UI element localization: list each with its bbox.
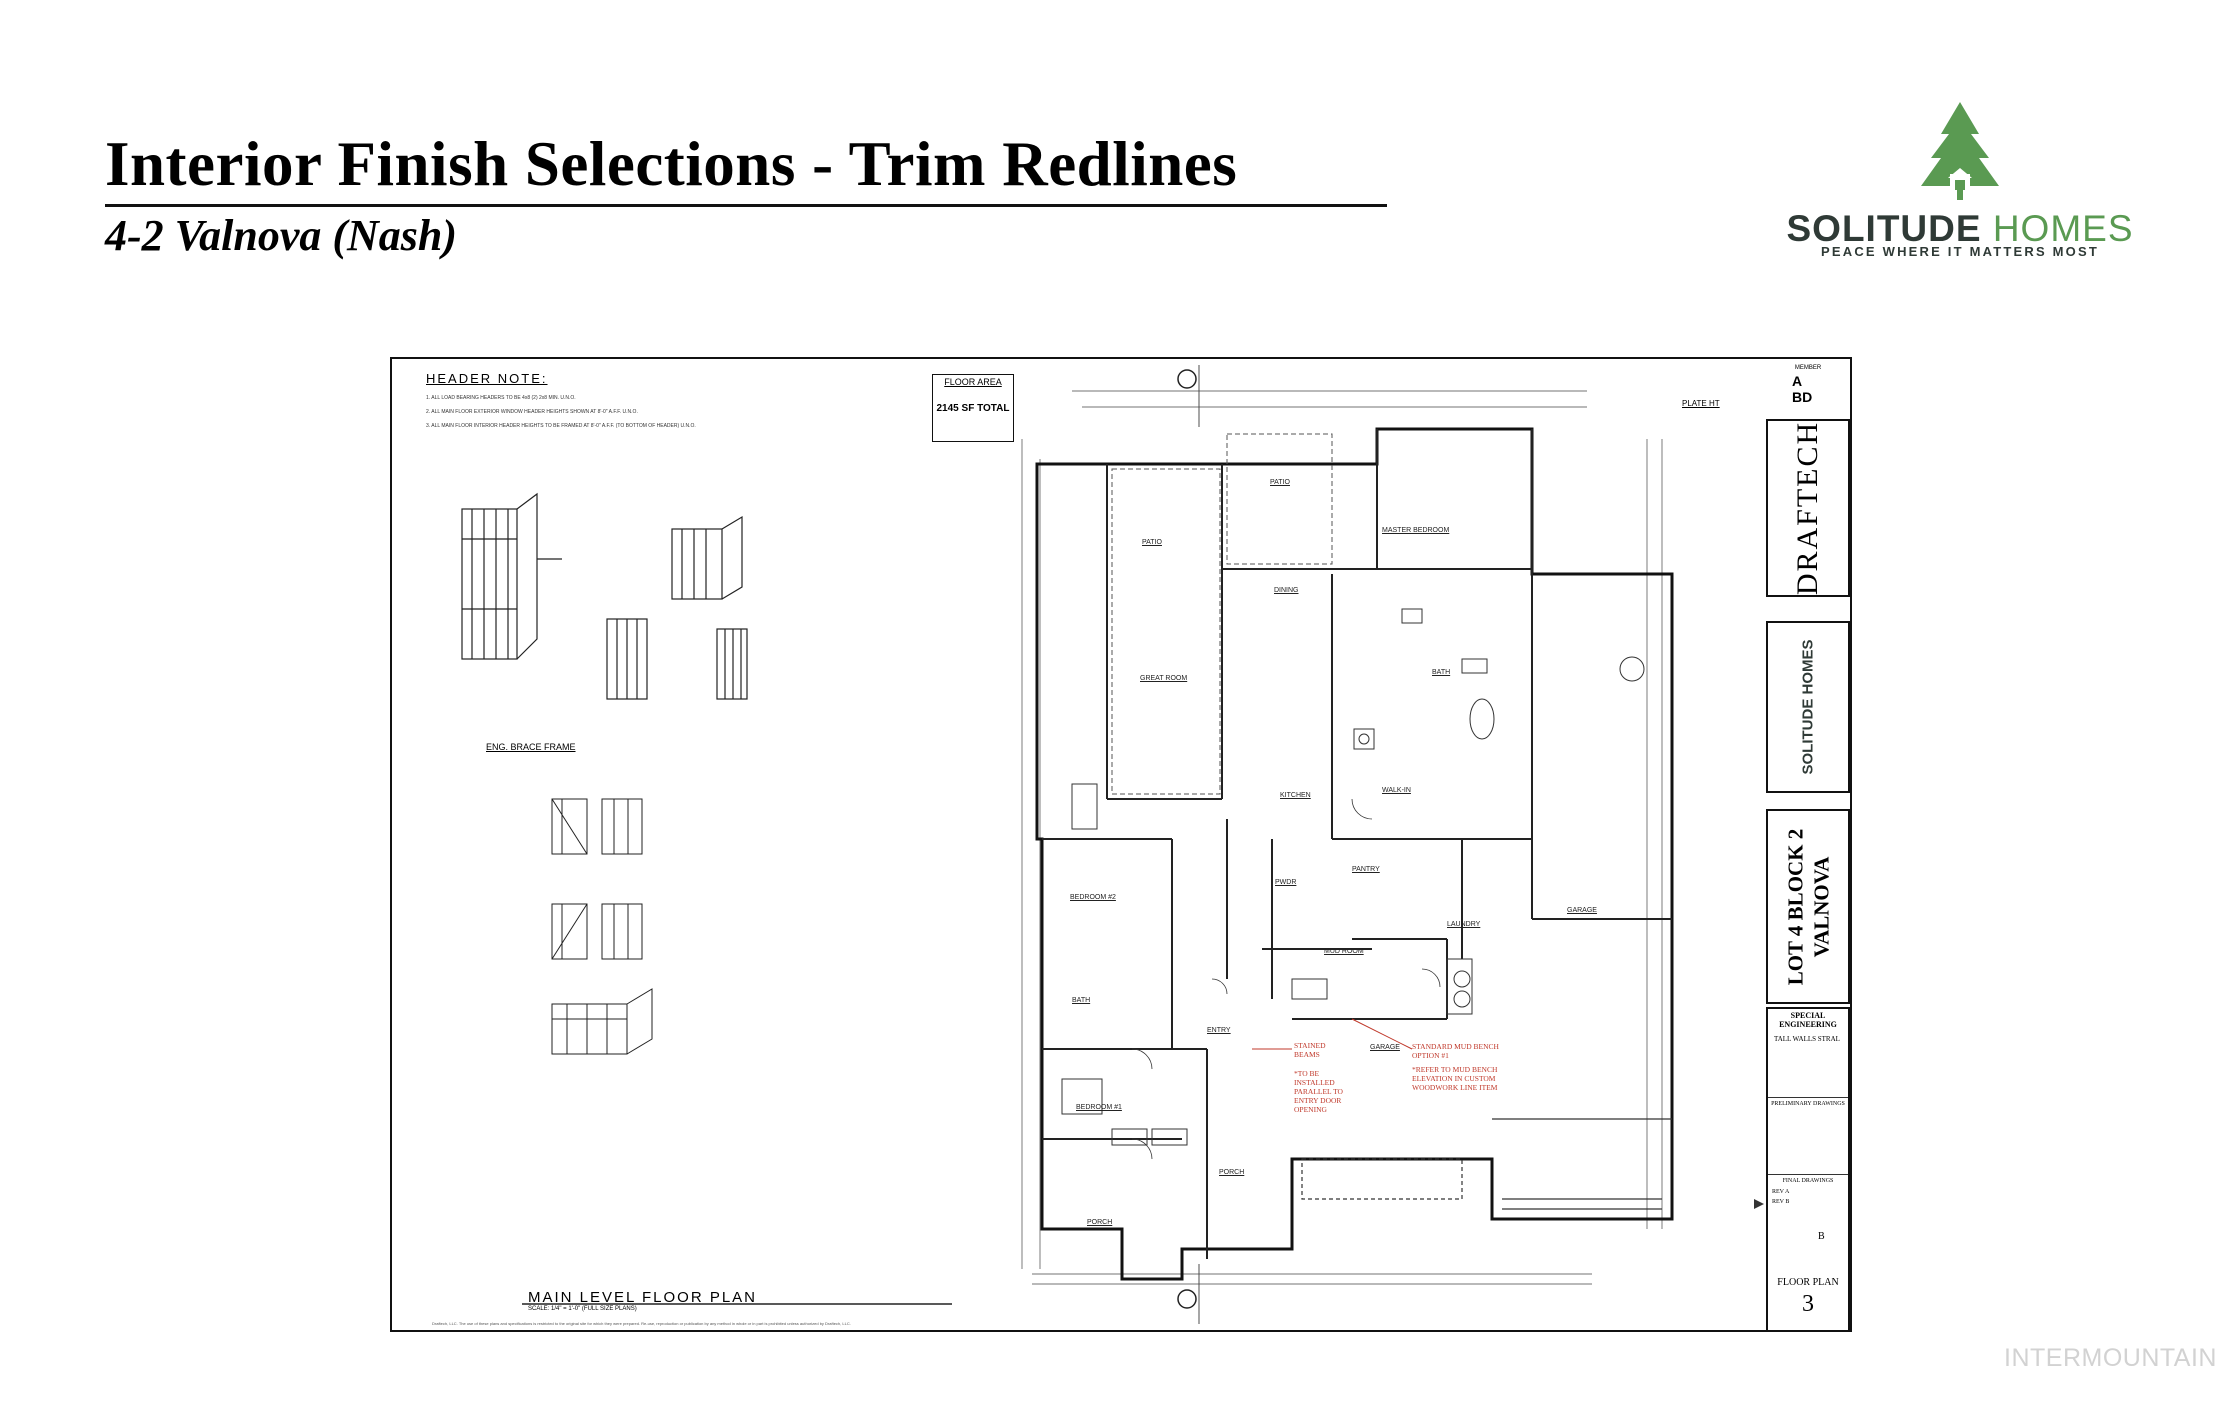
blueprint-sheet: HEADER NOTE: 1. ALL LOAD BEARING HEADERS…: [390, 357, 1852, 1332]
room-powder: PWDR: [1275, 879, 1297, 886]
header-note-3: 3. ALL MAIN FLOOR INTERIOR HEADER HEIGHT…: [426, 423, 696, 429]
floor-plan-label: MAIN LEVEL FLOOR PLAN: [528, 1289, 758, 1306]
header-note-1: 1. ALL LOAD BEARING HEADERS TO BE 4x8 (2…: [426, 395, 576, 401]
intermountain-watermark: INTERMOUNTAIN: [2004, 1344, 2217, 1372]
member-label: MEMBER: [1794, 365, 1822, 371]
draftech-box: DRAFTECH: [1766, 419, 1850, 597]
project-box: LOT 4 BLOCK 2 VALNOVA: [1766, 809, 1850, 1004]
redline-mud-bench: STANDARD MUD BENCH OPTION #1: [1412, 1042, 1499, 1060]
floor-area-box: FLOOR AREA 2145 SF TOTAL: [932, 374, 1014, 442]
framing-detail-3: [606, 618, 748, 700]
logo-name-part1: SOLITUDE: [1786, 208, 1982, 249]
final-drawings-label: FINAL DRAWINGS: [1768, 1174, 1848, 1184]
revision-box: SPECIAL ENGINEERING TALL WALLS STRAL PRE…: [1766, 1007, 1850, 1330]
pine-tree-house-icon: [1921, 102, 1999, 200]
framing-detail-2: [671, 515, 743, 600]
sheet-title: FLOOR PLAN: [1777, 1277, 1839, 1288]
logo-wordmark: SOLITUDE HOMES: [1785, 208, 2135, 250]
brace-frame-sketches: [551, 798, 653, 1055]
room-bedroom-1: BEDROOM #1: [1076, 1104, 1122, 1111]
redline-stained-beams: STAINED BEAMS: [1294, 1041, 1326, 1059]
project-lot: LOT 4 BLOCK 2: [1783, 828, 1808, 985]
revision-marker-arrow: [1754, 1199, 1764, 1209]
room-garage-option: GARAGE: [1370, 1044, 1400, 1051]
room-master-bedroom: MASTER BEDROOM: [1382, 527, 1450, 534]
room-mud-room: MUD ROOM: [1324, 948, 1364, 955]
plate-height-label: PLATE HT: [1682, 399, 1720, 408]
room-dining: DINING: [1274, 587, 1299, 594]
brace-frame-label: ENG. BRACE FRAME: [486, 742, 576, 752]
rev-b-label: REV B: [1772, 1199, 1790, 1205]
floor-plan-drawing: [461, 365, 1764, 1324]
floor-plan-scale: SCALE: 1/4" = 1'-0" (FULL SIZE PLANS): [528, 1306, 637, 1312]
header-note-title: HEADER NOTE:: [426, 371, 548, 386]
draftech-wordmark: DRAFTECH: [1791, 420, 1824, 596]
logo-name-part2: HOMES: [1992, 208, 2134, 249]
current-revision: B: [1818, 1231, 1825, 1242]
room-kitchen: KITCHEN: [1280, 792, 1311, 799]
room-master-bath: BATH: [1432, 669, 1451, 676]
room-walk-in: WALK-IN: [1382, 787, 1411, 794]
room-laundry: LAUNDRY: [1447, 921, 1481, 928]
room-porch-left: PORCH: [1087, 1219, 1113, 1226]
preliminary-drawings-label: PRELIMINARY DRAWINGS: [1768, 1097, 1848, 1107]
floor-area-title: FLOOR AREA: [944, 377, 1002, 387]
room-porch-right: PORCH: [1219, 1169, 1245, 1176]
room-patio-left: PATIO: [1142, 539, 1162, 546]
framing-detail-1: [461, 492, 562, 660]
room-bedroom-2: BEDROOM #2: [1070, 894, 1116, 901]
page-title: Interior Finish Selections - Trim Redlin…: [105, 129, 1238, 199]
logo-tagline: PEACE WHERE IT MATTERS MOST: [1821, 244, 2099, 259]
page-subtitle: 4-2 Valnova (Nash): [105, 211, 458, 260]
room-pantry: PANTRY: [1352, 866, 1380, 873]
room-garage: GARAGE: [1567, 907, 1597, 914]
room-great-room: GREAT ROOM: [1140, 675, 1188, 682]
title-block: MEMBER A BD DRAFTECH SOLITUDE HOMES LOT …: [1764, 359, 1850, 1330]
header-note-2: 2. ALL MAIN FLOOR EXTERIOR WINDOW HEADER…: [426, 409, 638, 415]
solitude-homes-logo: SOLITUDE HOMES PEACE WHERE IT MATTERS MO…: [1785, 96, 2135, 266]
header-notes: 1. ALL LOAD BEARING HEADERS TO BE 4x8 (2…: [426, 391, 756, 433]
title-underline: [105, 204, 1387, 207]
member-logo: A BD: [1792, 373, 1813, 405]
solitude-homes-box: SOLITUDE HOMES: [1766, 621, 1850, 793]
solitude-homes-mini-logo: SOLITUDE HOMES: [1799, 639, 1817, 775]
north-arrow-bottom: [1177, 1289, 1197, 1309]
redline-parallel-note: *TO BE INSTALLED PARALLEL TO ENTRY DOOR …: [1294, 1069, 1343, 1114]
redline-refer-note: *REFER TO MUD BENCH ELEVATION IN CUSTOM …: [1412, 1065, 1498, 1092]
special-engineering-label: SPECIAL ENGINEERING: [1779, 1011, 1837, 1029]
copyright-footer: Draftech, LLC. The use of these plans an…: [432, 1321, 851, 1326]
tall-walls-label: TALL WALLS STRAL: [1774, 1035, 1840, 1043]
room-entry: ENTRY: [1207, 1027, 1231, 1034]
project-subdivision: VALNOVA: [1809, 856, 1834, 957]
room-patio-top: PATIO: [1270, 479, 1290, 486]
sheet-number: 3: [1802, 1291, 1814, 1317]
north-arrow-top: [1177, 369, 1197, 389]
rev-a-label: REV A: [1772, 1189, 1790, 1195]
floor-area-total: 2145 SF TOTAL: [936, 403, 1010, 414]
room-bath: BATH: [1072, 997, 1091, 1004]
